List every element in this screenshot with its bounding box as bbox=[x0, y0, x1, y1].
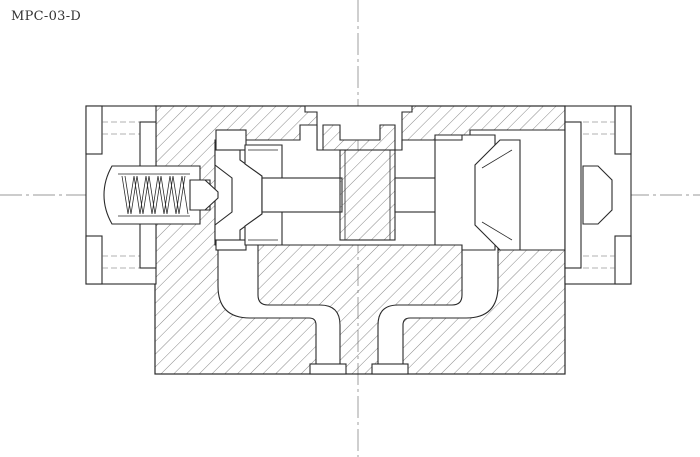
drawing-title: MPC-03-D bbox=[11, 9, 82, 24]
left-piston bbox=[244, 144, 343, 246]
right-piston bbox=[434, 134, 521, 251]
left-check-valve bbox=[103, 129, 263, 251]
right-end-cap bbox=[564, 105, 632, 285]
body-outline bbox=[155, 105, 565, 375]
